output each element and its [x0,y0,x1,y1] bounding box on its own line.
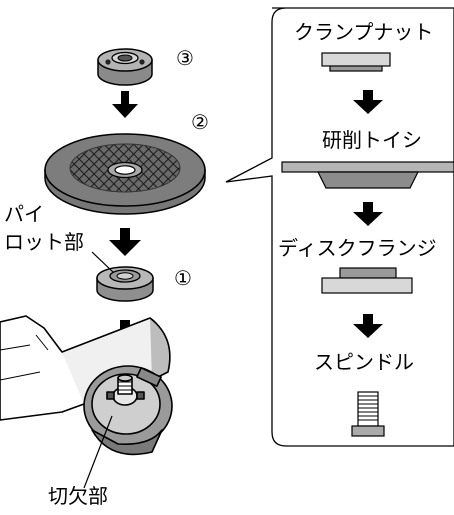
grinder-tool [0,315,173,456]
down-arrow-icon [353,314,383,338]
part-number-2: ② [191,110,209,134]
down-arrow-icon [112,91,138,118]
detail-spindle [351,391,385,437]
detail-label-clamp-nut: クランプナット [294,20,434,44]
detail-disc-flange [321,267,413,294]
down-arrow-icon [353,202,383,226]
notch-label: 切欠部 [48,484,108,508]
clamp-nut-part [97,48,153,86]
grinding-wheel-part [44,133,206,215]
detail-label-spindle: スピンドル [314,350,414,374]
notch-leader-line [83,415,113,489]
disc-flange-part [96,266,154,302]
detail-callout-panel [225,7,454,447]
down-arrow-icon [109,228,141,256]
detail-label-flange: ディスクフランジ [278,238,437,258]
detail-grinding-wheel [281,161,454,189]
pilot-label-line2: ロット部 [4,230,84,254]
detail-clamp-nut [321,52,391,72]
detail-label-wheel: 研削トイシ [322,128,422,152]
pilot-leader-line [91,251,114,273]
down-arrow-icon [353,90,383,114]
part-number-1: ① [174,266,192,290]
pilot-label-line1: パイ [4,202,44,226]
part-number-3: ③ [176,46,194,70]
